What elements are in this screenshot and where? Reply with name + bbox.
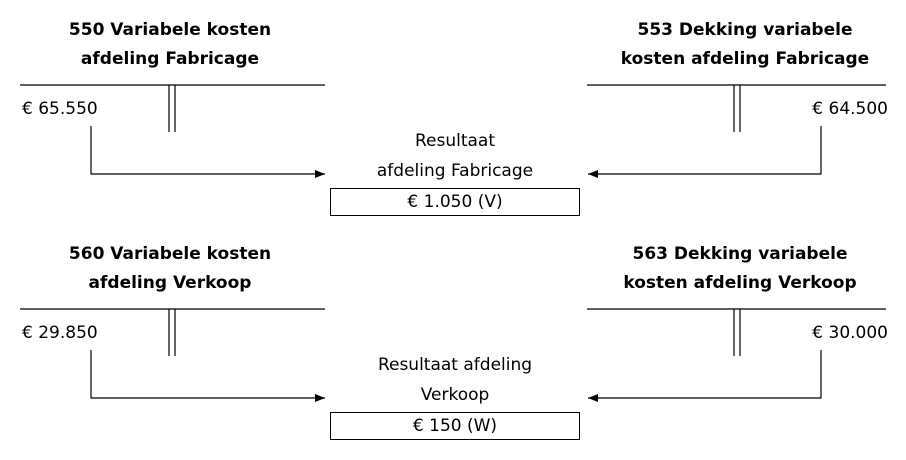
account-563-title-line2: kosten afdeling Verkoop: [623, 273, 857, 293]
result-verkoop-line1: Resultaat afdeling: [377, 355, 533, 375]
account-550-amount: € 65.550: [22, 99, 98, 119]
account-550-title: 550 Variabele kosten afdeling Fabricage: [20, 16, 320, 74]
result-fabricage: Resultaat afdeling Fabricage € 1.050 (V): [330, 126, 580, 216]
account-563-title-line1: 563 Dekking variabele: [632, 244, 848, 264]
account-553-title: 553 Dekking variabele kosten afdeling Fa…: [595, 16, 895, 74]
t-account-553: [587, 84, 886, 132]
account-563-title: 563 Dekking variabele kosten afdeling Ve…: [590, 240, 890, 298]
account-553-amount: € 64.500: [812, 99, 888, 119]
account-550-title-line1: 550 Variabele kosten: [68, 20, 272, 40]
account-560-title-line1: 560 Variabele kosten: [68, 244, 272, 264]
arrow-fabricage-left: [90, 126, 325, 178]
account-553-title-line2: kosten afdeling Fabricage: [620, 49, 870, 69]
account-553-title-line1: 553 Dekking variabele: [637, 20, 853, 40]
result-fabricage-line1: Resultaat: [414, 131, 496, 151]
result-verkoop-line2: Verkoop: [420, 385, 490, 405]
result-verkoop: Resultaat afdeling Verkoop € 150 (W): [330, 350, 580, 440]
t-account-550: [20, 84, 325, 132]
arrow-verkoop-right: [588, 350, 822, 402]
account-550-title-line2: afdeling Fabricage: [80, 49, 260, 69]
account-560-title: 560 Variabele kosten afdeling Verkoop: [20, 240, 320, 298]
arrow-verkoop-left: [90, 350, 325, 402]
t-account-563: [587, 308, 886, 356]
result-verkoop-value-box: € 150 (W): [330, 412, 580, 440]
result-fabricage-value-box: € 1.050 (V): [330, 188, 580, 216]
arrow-fabricage-right: [588, 126, 822, 178]
account-563-amount: € 30.000: [812, 323, 888, 343]
account-560-title-line2: afdeling Verkoop: [88, 273, 252, 293]
account-560-amount: € 29.850: [22, 323, 98, 343]
result-fabricage-line2: afdeling Fabricage: [376, 161, 534, 181]
t-account-560: [20, 308, 325, 356]
